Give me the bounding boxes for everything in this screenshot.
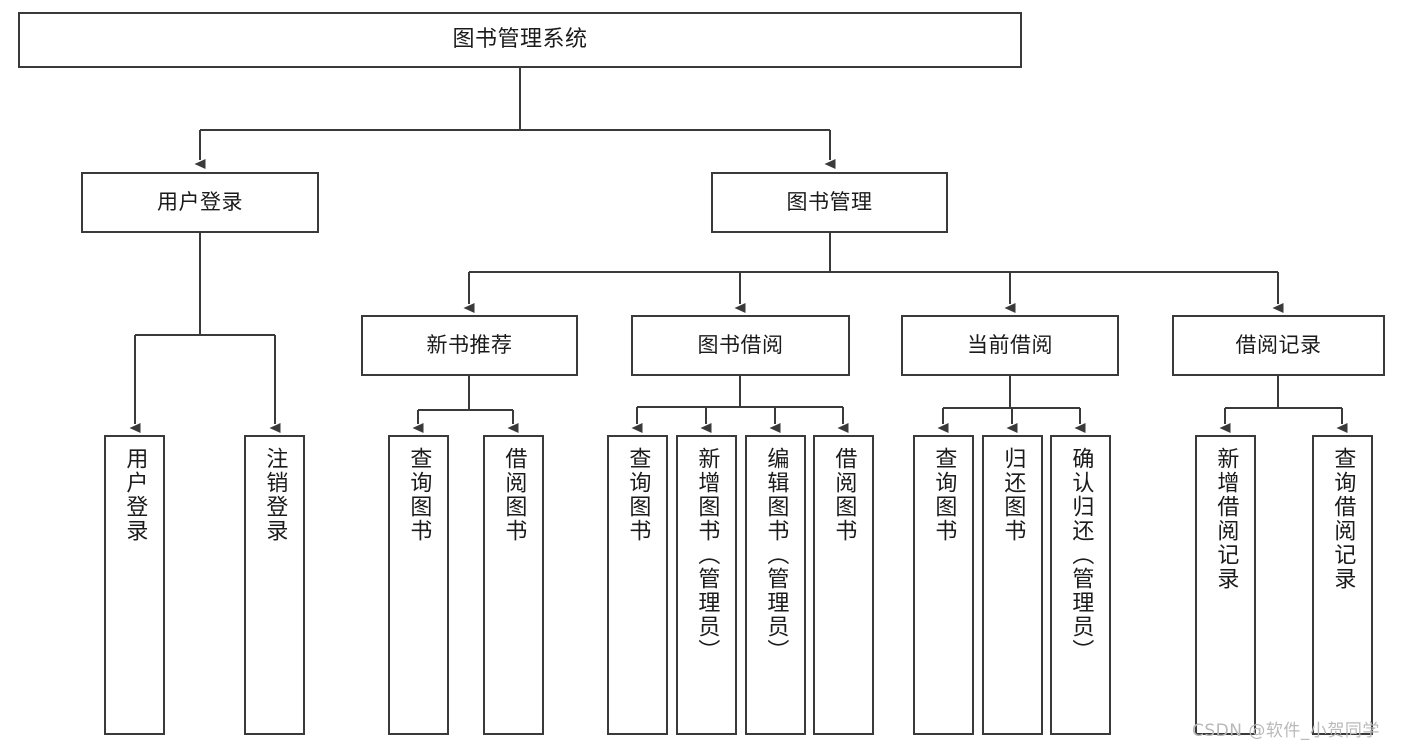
node-leaf-borrow-book-rec[interactable]: 借阅图书 bbox=[483, 435, 544, 735]
node-leaf-query-book-b[interactable]: 查询图书 bbox=[607, 435, 668, 735]
node-book-manage[interactable]: 图书管理 bbox=[711, 172, 948, 233]
node-book-borrow[interactable]: 图书借阅 bbox=[631, 315, 850, 376]
node-leaf-confirm-return-label: 确认归还（管理员） bbox=[1068, 447, 1094, 663]
node-user-login[interactable]: 用户登录 bbox=[81, 172, 319, 233]
node-leaf-logout[interactable]: 注销登录 bbox=[244, 435, 305, 735]
node-leaf-query-record[interactable]: 查询借阅记录 bbox=[1312, 435, 1373, 735]
node-leaf-query-book-rec-label: 查询图书 bbox=[406, 447, 432, 543]
node-leaf-add-book[interactable]: 新增图书（管理员） bbox=[676, 435, 737, 735]
node-borrow-record[interactable]: 借阅记录 bbox=[1172, 315, 1385, 376]
node-borrow-record-label: 借阅记录 bbox=[1235, 333, 1322, 358]
node-current-borrow-label: 当前借阅 bbox=[967, 333, 1053, 358]
node-user-login-label: 用户登录 bbox=[157, 190, 243, 215]
node-leaf-confirm-return[interactable]: 确认归还（管理员） bbox=[1050, 435, 1111, 735]
node-leaf-query-book-rec[interactable]: 查询图书 bbox=[388, 435, 449, 735]
node-root-label: 图书管理系统 bbox=[452, 27, 588, 53]
node-leaf-add-book-label: 新增图书（管理员） bbox=[694, 447, 720, 663]
node-leaf-borrow-book-rec-label: 借阅图书 bbox=[501, 447, 527, 543]
node-leaf-query-book-b-label: 查询图书 bbox=[625, 447, 651, 543]
node-book-borrow-label: 图书借阅 bbox=[697, 333, 784, 358]
node-leaf-query-book-c[interactable]: 查询图书 bbox=[913, 435, 974, 735]
node-leaf-add-record[interactable]: 新增借阅记录 bbox=[1195, 435, 1256, 735]
node-leaf-edit-book-label: 编辑图书（管理员） bbox=[763, 447, 789, 663]
node-new-book-rec-label: 新书推荐 bbox=[426, 333, 513, 358]
node-leaf-query-book-c-label: 查询图书 bbox=[931, 447, 957, 543]
node-root[interactable]: 图书管理系统 bbox=[18, 12, 1022, 68]
node-leaf-edit-book[interactable]: 编辑图书（管理员） bbox=[745, 435, 806, 735]
node-new-book-rec[interactable]: 新书推荐 bbox=[361, 315, 578, 376]
node-leaf-user-login[interactable]: 用户登录 bbox=[104, 435, 165, 735]
node-leaf-borrow-book-b[interactable]: 借阅图书 bbox=[813, 435, 874, 735]
node-leaf-logout-label: 注销登录 bbox=[262, 447, 288, 543]
node-book-manage-label: 图书管理 bbox=[786, 190, 873, 215]
node-leaf-query-record-label: 查询借阅记录 bbox=[1330, 447, 1356, 591]
node-leaf-borrow-book-b-label: 借阅图书 bbox=[831, 447, 857, 543]
node-leaf-add-record-label: 新增借阅记录 bbox=[1213, 447, 1239, 591]
node-leaf-return-book[interactable]: 归还图书 bbox=[982, 435, 1043, 735]
node-leaf-return-book-label: 归还图书 bbox=[1000, 447, 1026, 543]
watermark: CSDN @软件_小贺同学 bbox=[1192, 721, 1380, 741]
node-current-borrow[interactable]: 当前借阅 bbox=[901, 315, 1119, 376]
node-leaf-user-login-label: 用户登录 bbox=[122, 447, 148, 543]
